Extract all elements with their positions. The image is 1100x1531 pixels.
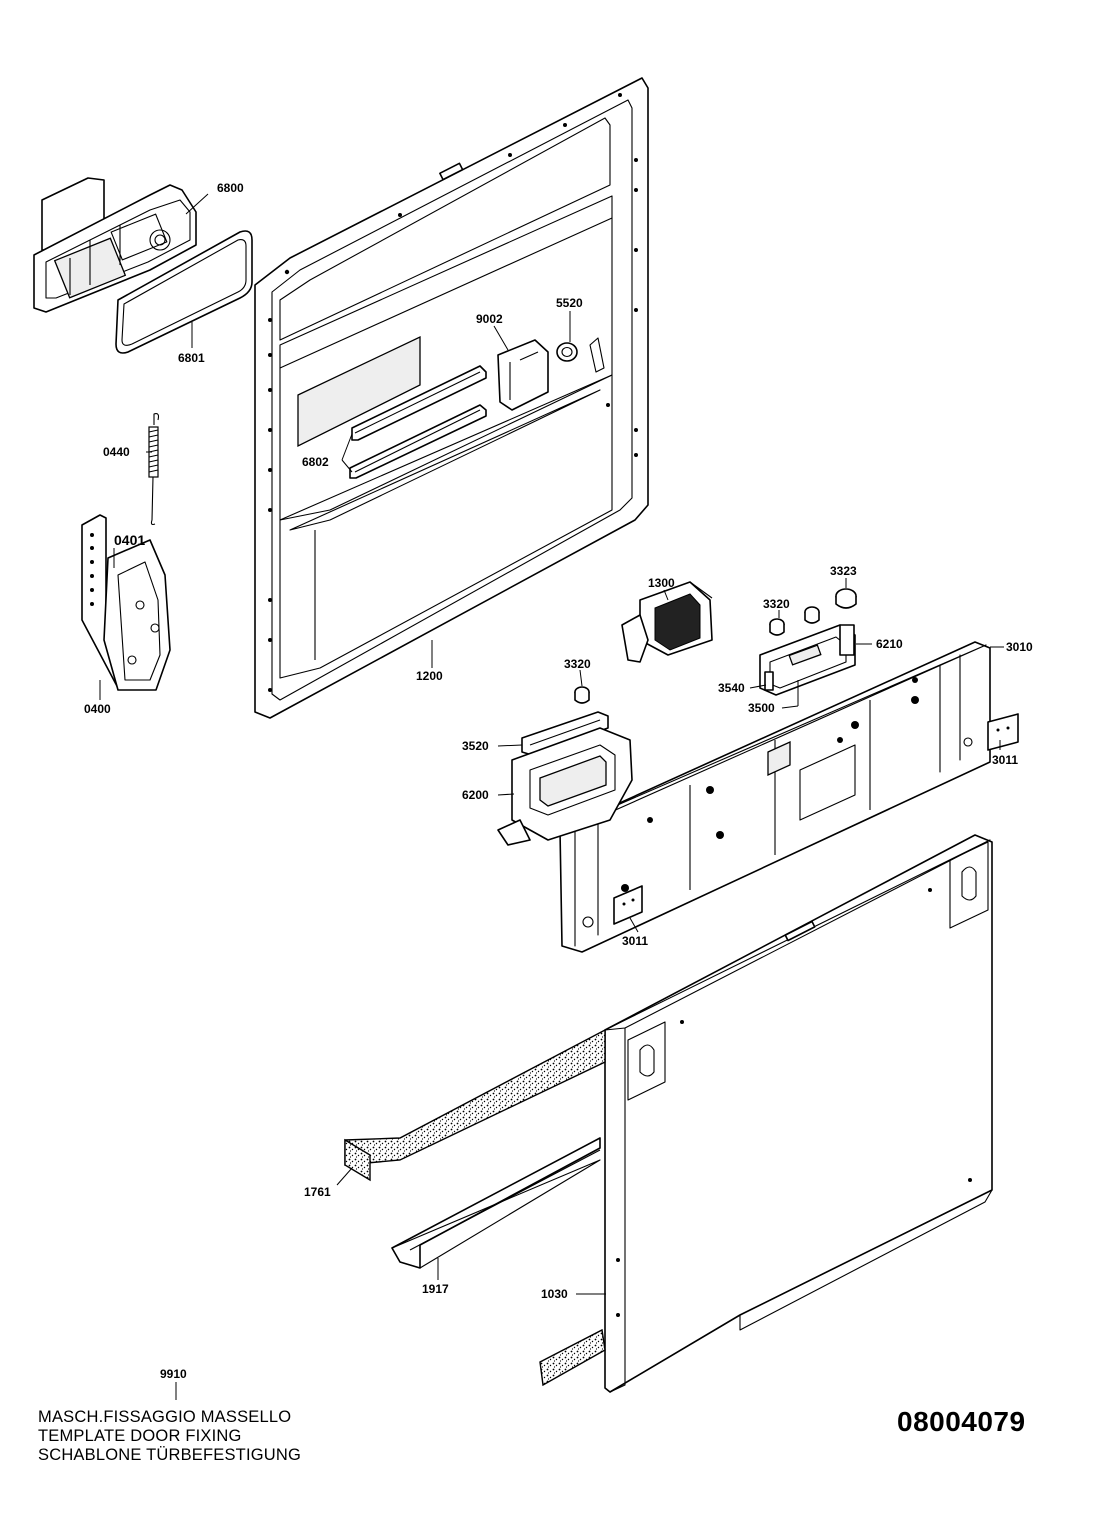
rail-1917 [391,1137,601,1269]
gasket-6801 [115,230,253,354]
brackets-6802 [349,365,487,479]
label-3320-a: 3320 [763,597,790,611]
label-9910: 9910 [160,1367,187,1381]
template-line-german: SCHABLONE TÜRBEFESTIGUNG [38,1446,302,1464]
foam-strip-1761 [344,1028,606,1387]
switch-1300 [621,581,713,663]
pcb-housing-6200 [497,727,633,846]
label-3010: 3010 [1006,640,1033,654]
label-6801: 6801 [178,351,205,365]
outer-door-1030 [604,834,993,1393]
template-line-italian: MASCH.FISSAGGIO MASSELLO [38,1408,292,1426]
label-6800: 6800 [217,181,244,195]
label-3011-right: 3011 [992,753,1018,767]
label-3520: 3520 [462,739,489,753]
drawing-number: 08004079 [897,1406,1026,1437]
template-line-english: TEMPLATE DOOR FIXING [38,1427,242,1445]
part-labels: 6800 6801 9002 5520 0440 6802 0401 0400 … [84,181,1033,1381]
cap-3323 [835,588,857,609]
label-6200: 6200 [462,788,489,802]
label-3323: 3323 [830,564,857,578]
cap-3320-a [769,606,820,636]
selector-6210-3500 [759,624,856,696]
label-0401: 0401 [114,532,145,548]
clip-9002 [497,339,549,411]
label-1030: 1030 [541,1287,568,1301]
cover-3520 [521,711,609,756]
bracket-3011-right [987,713,1019,751]
control-unit-6800 [33,177,197,313]
door-frame-1200 [254,77,649,719]
bracket-3011-left [613,885,643,925]
label-3011-left: 3011 [622,934,648,948]
cap-3320-b [574,686,590,704]
label-1761: 1761 [304,1185,331,1199]
spring-0440 [148,413,160,526]
hinge-0400 [81,514,171,691]
label-3540: 3540 [718,681,745,695]
label-1300: 1300 [648,576,675,590]
label-0400: 0400 [84,702,111,716]
control-panel-3010 [559,641,991,953]
label-6802: 6802 [302,455,329,469]
label-1917: 1917 [422,1282,449,1296]
label-9002: 9002 [476,312,503,326]
label-3320-b: 3320 [564,657,591,671]
label-1200: 1200 [416,669,443,683]
label-0440: 0440 [103,445,130,459]
label-3500: 3500 [748,701,775,715]
template-description: MASCH.FISSAGGIO MASSELLO TEMPLATE DOOR F… [38,1408,301,1465]
knob-5520 [556,337,605,373]
label-6210: 6210 [876,637,903,651]
label-5520: 5520 [556,296,583,310]
leader-lines [99,193,1004,1400]
